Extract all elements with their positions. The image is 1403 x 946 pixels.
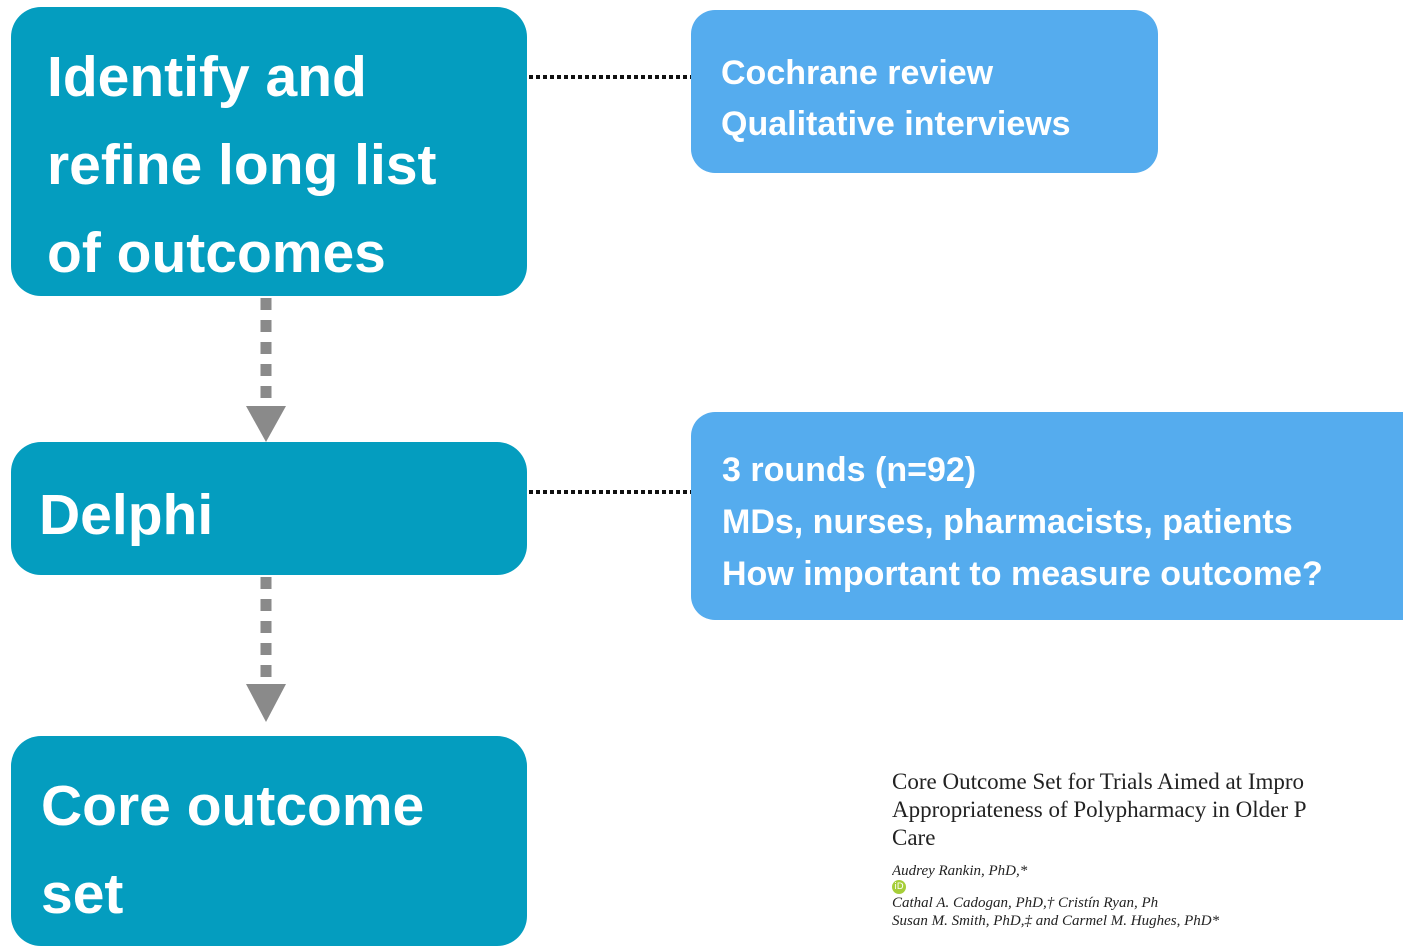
note-text: MDs, nurses, pharmacists, patients bbox=[722, 503, 1293, 541]
note-text: Cochrane review bbox=[721, 54, 994, 92]
paper-authors: Audrey Rankin, PhD,*iD Cathal A. Cadogan… bbox=[892, 862, 1403, 930]
note-methods: Cochrane review Qualitative interviews bbox=[691, 10, 1158, 173]
arrow-head-1 bbox=[246, 406, 286, 442]
note-text: How important to measure outcome? bbox=[722, 555, 1323, 593]
step-text: Core outcome bbox=[41, 774, 425, 838]
step-delphi: Delphi bbox=[11, 442, 527, 575]
paper-title: Core Outcome Set for Trials Aimed at Imp… bbox=[892, 768, 1403, 852]
step-text: set bbox=[41, 862, 124, 926]
note-text: Qualitative interviews bbox=[721, 105, 1071, 143]
step-text: of outcomes bbox=[47, 221, 386, 285]
arrow-head-2 bbox=[246, 684, 286, 722]
step-text: refine long list bbox=[47, 133, 437, 197]
step-identify-outcomes: Identify and refine long list of outcome… bbox=[11, 7, 527, 296]
authors-line-part: Cathal A. Cadogan, PhD,† Cristín Ryan, P… bbox=[892, 895, 1159, 911]
paper-title-line: Care bbox=[892, 825, 936, 850]
step-core-outcome-set: Core outcome set bbox=[11, 736, 527, 946]
authors-line-part: Audrey Rankin, PhD,* bbox=[892, 863, 1028, 879]
paper-title-line: Core Outcome Set for Trials Aimed at Imp… bbox=[892, 769, 1305, 794]
note-delphi-details: 3 rounds (n=92) MDs, nurses, pharmacists… bbox=[691, 412, 1403, 620]
step-text: Identify and bbox=[47, 45, 367, 109]
authors-line: Susan M. Smith, PhD,‡ and Carmel M. Hugh… bbox=[892, 913, 1220, 929]
authors-line: Audrey Rankin, PhD,*iD Cathal A. Cadogan… bbox=[892, 862, 1403, 912]
note-text: 3 rounds (n=92) bbox=[722, 451, 977, 489]
step-text: Delphi bbox=[39, 483, 214, 547]
orcid-icon: iD bbox=[892, 880, 906, 894]
paper-title-line: Appropriateness of Polypharmacy in Older… bbox=[892, 797, 1307, 822]
paper-citation: Core Outcome Set for Trials Aimed at Imp… bbox=[892, 768, 1403, 930]
